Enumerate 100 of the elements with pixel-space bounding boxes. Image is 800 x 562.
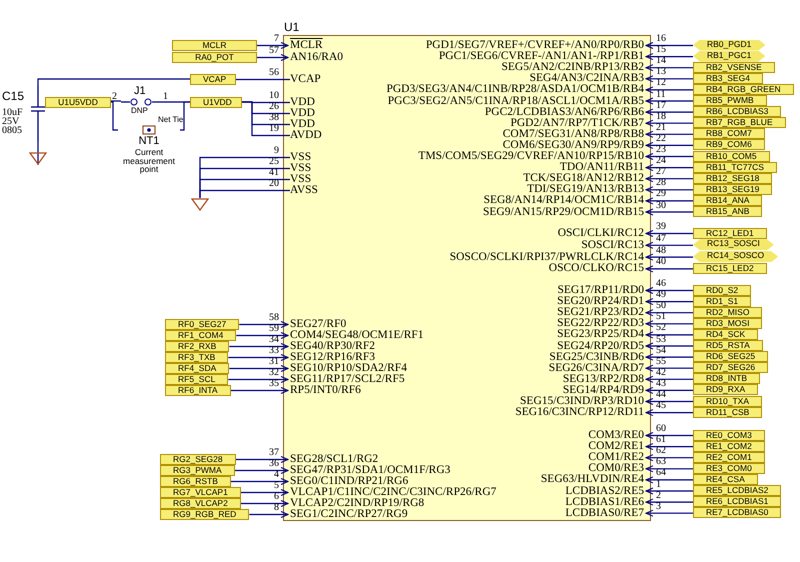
pin-number: 17: [656, 100, 666, 111]
pin-number: 30: [656, 200, 666, 210]
wire: [229, 343, 288, 350]
pin-number: 64: [656, 468, 666, 478]
net-label: RD11_CSB: [693, 406, 762, 418]
pin-name: PGD1/SEG7/VREF+/CVREF+/AN0/RP0/RB0: [426, 40, 644, 51]
pin-name: SEG13/RP2/RD8: [562, 374, 644, 385]
net-label: RD5_RSTA: [693, 340, 763, 351]
net-label: RB2_VSENSE: [693, 62, 775, 73]
net-label: RD6_SEG25: [693, 351, 768, 362]
pin-name: VSS: [290, 163, 312, 174]
pin-name: AVSS: [290, 185, 318, 196]
pin-number: 2: [656, 490, 661, 501]
pin-number: 48: [656, 246, 666, 256]
net-label: RB8_COM7: [693, 128, 765, 140]
pin-name: PGC1/SEG6/CVREF-/AN1/AN1-/RP1/RB1: [438, 51, 644, 62]
wire: [646, 465, 693, 472]
wire: [646, 120, 693, 127]
pin-number: 59: [269, 324, 279, 334]
wire: [199, 190, 290, 198]
net-label: RC12_LED1: [693, 228, 767, 238]
pin-number: 60: [656, 424, 666, 434]
net-label: RF2_RXB: [165, 340, 230, 352]
pin-name: SEG8/AN14/RP14/OCM1C/RB14: [484, 195, 644, 206]
pin-number: 62: [656, 446, 666, 456]
wire: [239, 321, 288, 328]
wire: [229, 365, 288, 372]
net-label: RE2_COM1: [693, 452, 765, 463]
net-label: RB12_SEG18: [693, 172, 772, 184]
wire: [646, 208, 693, 216]
pin-name: SEG12/RP16/RF3: [290, 352, 375, 363]
pin-number: 54: [656, 346, 666, 356]
pin-name: LCDBIAS1/RE6: [565, 496, 644, 508]
wire: [646, 409, 693, 416]
pin-number: 43: [656, 378, 666, 389]
pin-number: 13: [656, 67, 666, 78]
net-label: RD8_INTB: [693, 373, 760, 384]
pin-name: SEG28/SCL1/RG2: [290, 454, 378, 465]
pin-number: 15: [656, 45, 666, 56]
pin-number: 56: [269, 68, 279, 78]
node-label: RB1_PGC1: [707, 50, 752, 60]
net-label: RB11_TC77CS: [693, 162, 777, 173]
pin-name: RP5/INT0/RF6: [290, 385, 361, 396]
pin-name: PGC2/LCDBIAS3/AN6/RP6/RB6: [484, 106, 644, 118]
net-label: RF3_TXB: [165, 352, 228, 362]
net-label: RF6_INTA: [165, 384, 231, 396]
net-label: RC15_LED2: [693, 262, 767, 274]
wire: [646, 309, 693, 316]
port-label: RC14_SOSCO: [693, 251, 778, 262]
pin-number: 58: [269, 313, 279, 323]
pin-number: 6: [274, 492, 279, 502]
pin-name: SEG10/RP10/SDA2/RF4: [290, 363, 407, 374]
pin-name: TCK/SEG18/AN12/RB12: [523, 173, 644, 184]
component-description: Current measurement point: [122, 148, 176, 174]
component-value: 10uF 25V 0805: [2, 108, 24, 135]
wire: [646, 320, 693, 328]
pin-name: SEG17/RP11/RD0: [558, 285, 644, 296]
net-label: RB15_ANB: [693, 206, 762, 217]
wire: [646, 153, 693, 160]
wire: [111, 101, 118, 131]
net-label: RA0_POT: [172, 52, 257, 62]
pin-number: 31: [269, 357, 279, 367]
wire: [646, 498, 693, 506]
wire: [646, 130, 693, 138]
component-note: DNP: [131, 107, 148, 115]
net-label: RG9_RGB_RED: [160, 508, 250, 520]
wire: [228, 354, 288, 361]
wire: [646, 142, 693, 149]
net-label: VCAP: [190, 74, 236, 84]
pin-name: PGD3/SEG3/AN4/C1INB/RP28/ASDA1/OCM1B/RB4: [386, 84, 644, 96]
pin-number: 8: [274, 503, 279, 513]
pin-number: 40: [656, 257, 666, 268]
pin-number: 9: [274, 146, 279, 156]
wire: [646, 98, 693, 104]
pin-number: 3: [656, 502, 661, 512]
pin-name: TDO/AN11/RB11: [560, 162, 644, 174]
pin-name: COM1/RE2: [588, 452, 644, 464]
pin-name: SEG40/RP30/RF2: [290, 341, 375, 352]
net-label: RD1_S1: [693, 296, 752, 307]
wire: [646, 342, 693, 350]
net-label: RE7_LCDBIAS0: [693, 507, 782, 518]
pin-name: SEG11/RP17/SCL2/RF5: [290, 374, 405, 385]
pin-number: 10: [269, 91, 279, 101]
pin-name: VDD: [290, 119, 315, 130]
wire: [646, 42, 693, 49]
wire: [240, 500, 288, 507]
pin-name: SEG23/RP25/RD4: [557, 329, 644, 340]
pin-name: COM4/SEG48/OCM1E/RF1: [290, 330, 424, 341]
wire: [257, 42, 288, 49]
pin-number: 37: [269, 448, 279, 458]
pin-number: 21: [656, 122, 666, 133]
pin-number: 11: [656, 90, 666, 100]
pin-name: VSS: [290, 174, 312, 185]
net-label: RE6_LCDBIAS1: [693, 496, 782, 508]
wire: [236, 456, 288, 463]
net-label: RF5_SCL: [165, 374, 228, 384]
wire: [236, 78, 290, 80]
net-label: RB4_RGB_GREEN: [693, 84, 794, 95]
node-label: RC14_SOSCO: [707, 250, 764, 260]
wire: [646, 398, 693, 405]
